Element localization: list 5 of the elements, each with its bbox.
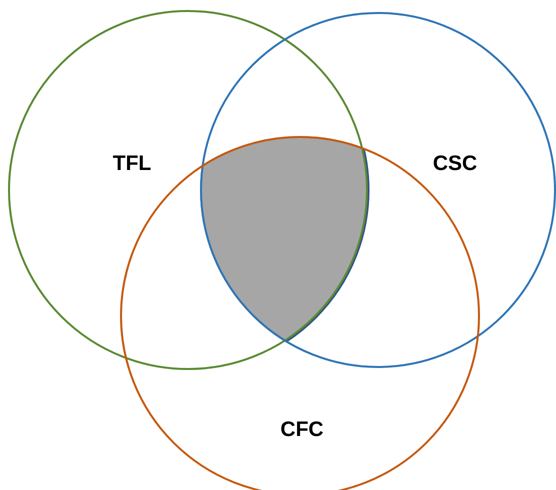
set-label: CSC xyxy=(432,152,478,176)
set-circle xyxy=(200,12,556,368)
set-circle xyxy=(8,10,368,370)
set-label: TFL xyxy=(112,152,152,176)
set-label: CFC xyxy=(280,418,324,442)
